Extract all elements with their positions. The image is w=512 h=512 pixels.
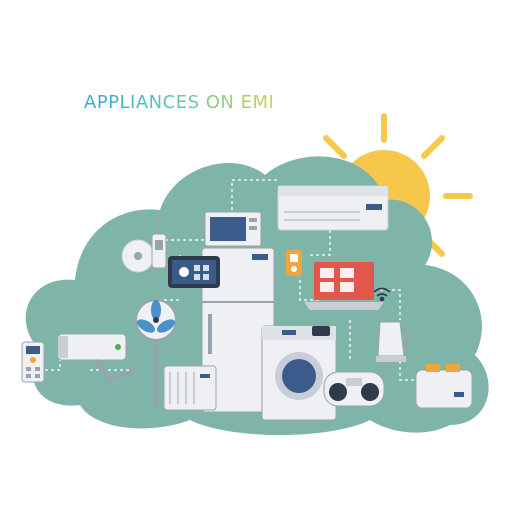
heater-icon xyxy=(163,365,217,411)
small-device-icon xyxy=(312,326,330,336)
fan-icon xyxy=(135,299,177,408)
headline: APPLIANCES ON EMI xyxy=(84,92,275,113)
tablet-icon xyxy=(168,256,220,288)
smartphone-icon xyxy=(151,214,167,269)
microwave-icon xyxy=(204,211,262,247)
cctv-camera-icon xyxy=(57,333,135,383)
toaster-icon xyxy=(415,364,473,409)
air-conditioner-icon xyxy=(277,185,389,231)
radio-icon xyxy=(323,371,385,407)
laptop-icon xyxy=(304,262,384,310)
remote-control-icon xyxy=(21,341,45,383)
washing-machine-icon xyxy=(261,325,337,421)
wifi-icon xyxy=(373,287,391,302)
thermostat-icon xyxy=(286,250,302,276)
cd-disc-icon xyxy=(121,239,155,273)
kettle-icon xyxy=(376,321,411,362)
